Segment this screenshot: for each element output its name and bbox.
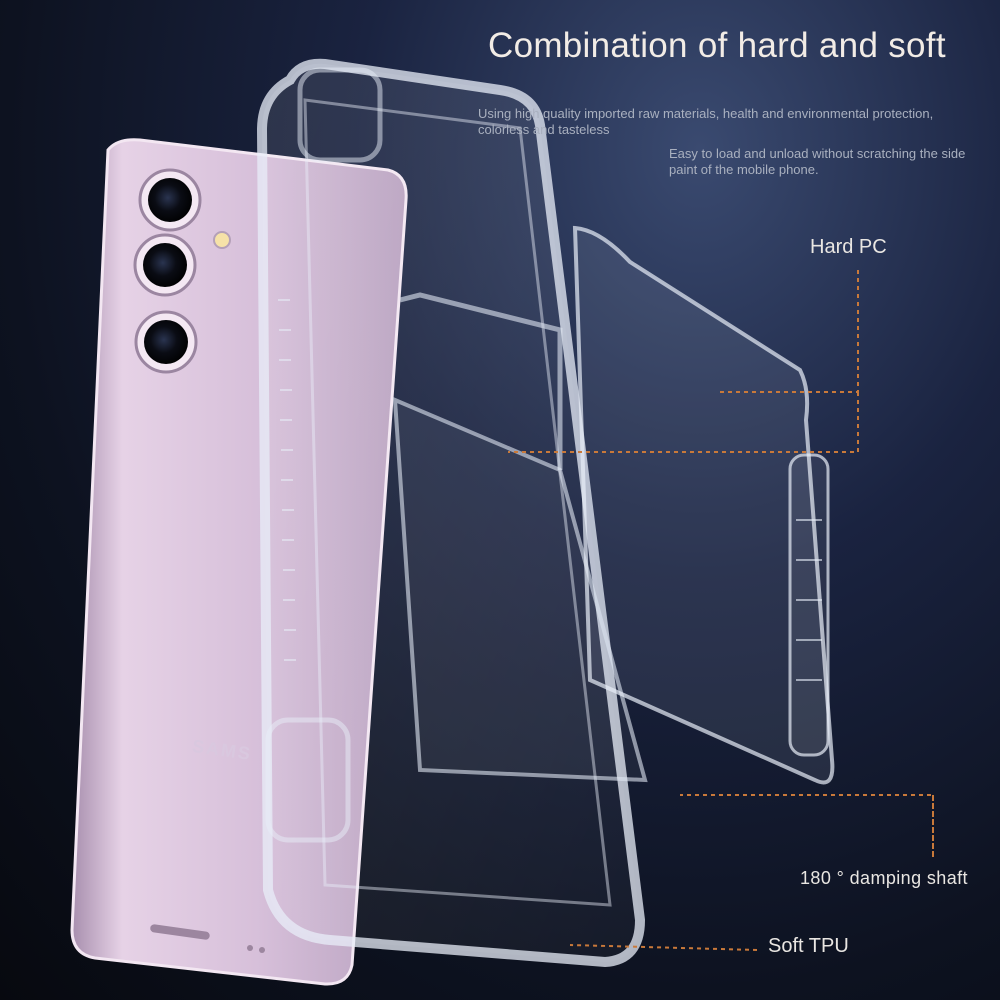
callout-soft-tpu: Soft TPU	[768, 935, 849, 957]
description-install: Easy to load and unload without scratchi…	[669, 146, 966, 177]
leader-damping-shaft	[680, 794, 934, 858]
clear-case-frame	[256, 58, 646, 968]
headline: Combination of hard and soft	[488, 26, 946, 65]
description-materials: Using high quality imported raw material…	[478, 106, 934, 137]
leader-hard-pc-2	[508, 392, 859, 453]
callout-hard-pc: Hard PC	[810, 236, 887, 258]
card-holder-plate	[392, 225, 835, 785]
callout-leader-lines	[508, 270, 934, 951]
callout-damping-shaft: 180 ° damping shaft	[800, 868, 968, 888]
camera-module	[133, 168, 231, 374]
leader-soft-tpu	[569, 944, 758, 951]
